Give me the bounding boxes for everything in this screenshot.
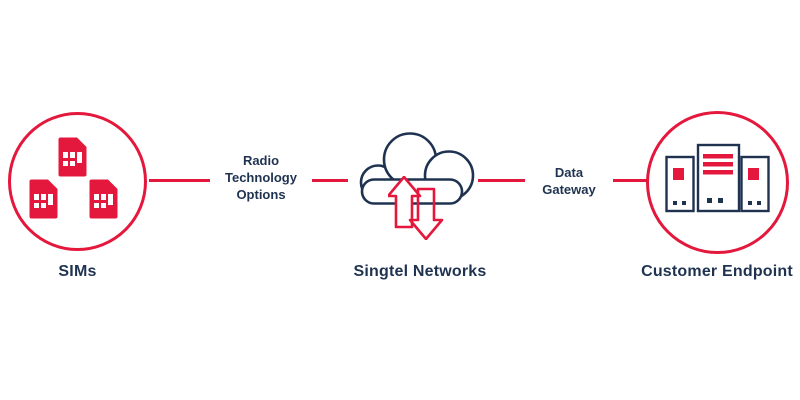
right-connector-label-line: Gateway xyxy=(542,182,596,197)
left-connector-label-line: Technology xyxy=(225,170,297,185)
sim-card-icon xyxy=(29,179,58,219)
data-transfer-arrows-icon xyxy=(388,176,444,240)
sims-node-label: SIMs xyxy=(58,263,97,280)
down-arrow-icon xyxy=(408,187,444,240)
server-rack-icon xyxy=(665,143,770,213)
network-node-label: Singtel Networks xyxy=(353,263,487,280)
cloud-icon xyxy=(359,132,475,205)
right-connector-label: Data Gateway xyxy=(525,163,613,199)
left-connector-label-line: Radio xyxy=(242,153,280,168)
left-connector-label-line: Options xyxy=(236,187,286,202)
sim-card-icon xyxy=(58,137,87,177)
endpoint-node-label: Customer Endpoint xyxy=(641,263,793,280)
left-connector-label: Radio Technology Options xyxy=(210,151,312,204)
right-connector-label-line: Data xyxy=(554,165,584,180)
sim-card-icon xyxy=(89,179,118,219)
